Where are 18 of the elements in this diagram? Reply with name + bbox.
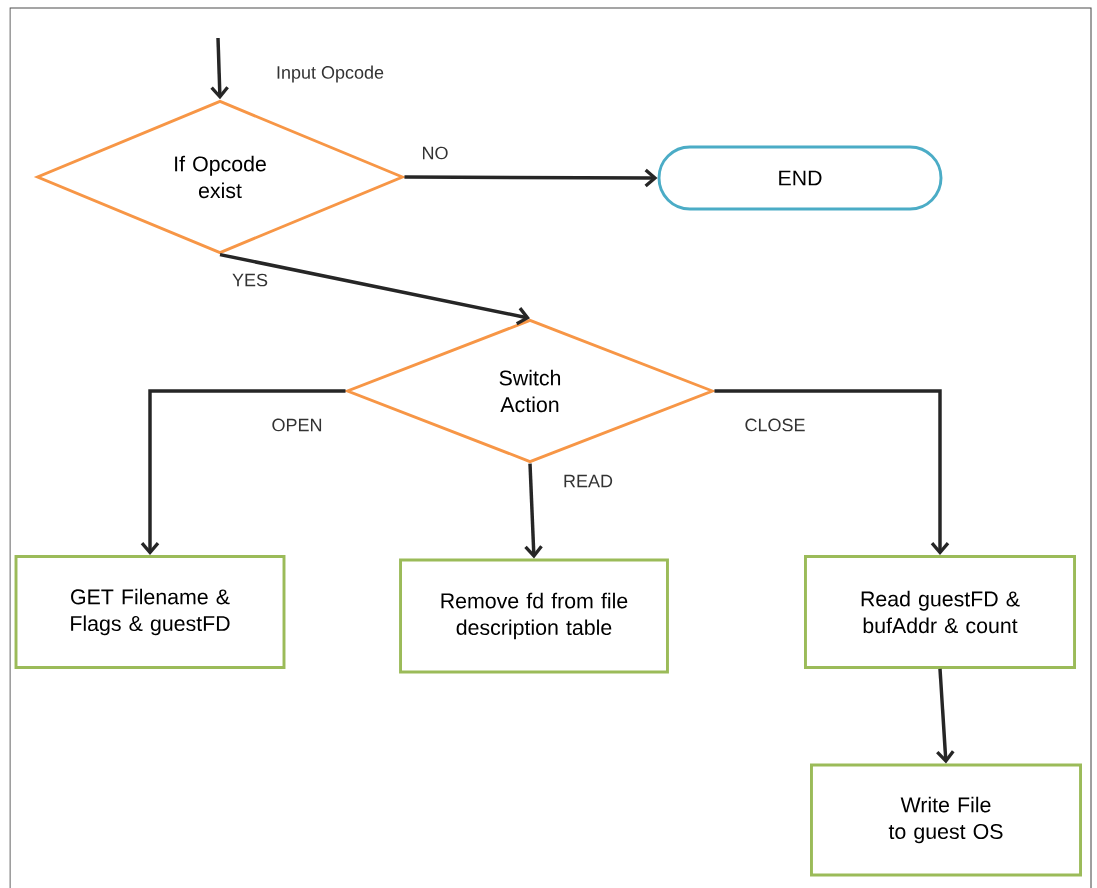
edge-label: NO [420,145,450,161]
edge-label: READ [561,473,615,489]
edge-label: OPEN [270,417,324,433]
terminal-box: END [657,145,943,211]
arrow [404,168,658,188]
process-box: GET Filename & Flags & guestFD [14,555,286,669]
arrow [210,37,229,100]
arrow [936,668,955,764]
arrow [524,463,543,559]
process-box: Write File to guest OS [810,763,1082,877]
arrow [219,252,530,326]
edge-label: YES [230,272,270,288]
edge-label: CLOSE [743,417,807,433]
process-box: Remove fd from file description table [399,558,669,674]
process-box: Read guestFD & bufAddr & count [804,555,1076,669]
arrow [714,389,950,556]
edge-label: Input Opcode [274,64,386,84]
arrow [140,389,346,556]
